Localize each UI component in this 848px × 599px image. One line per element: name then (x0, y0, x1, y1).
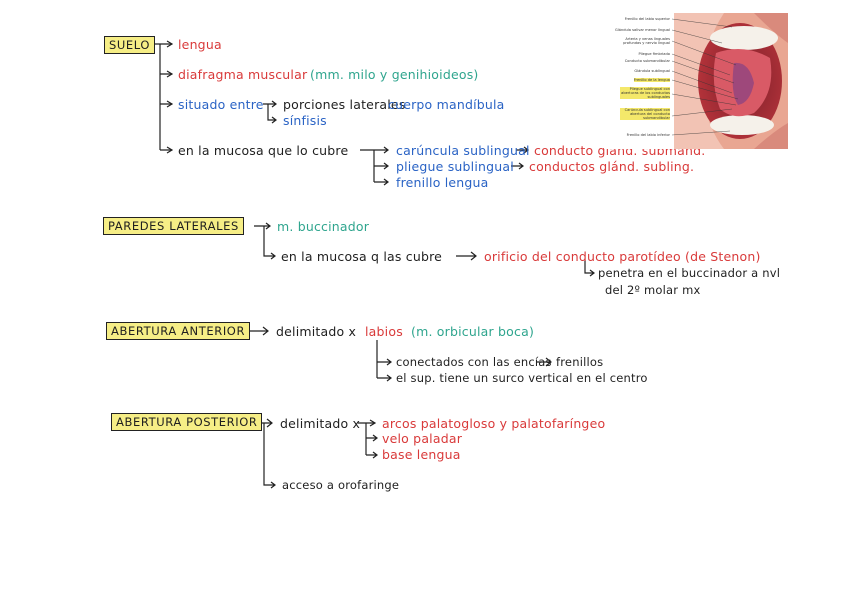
suelo-cuerpo: cuerpo mandíbula (388, 97, 505, 112)
figure-label-7: Frenillo de la lengua (634, 78, 670, 82)
figure-label-1: Frenillo del labio superior (625, 17, 670, 21)
figure-label-2: Glándula salivar menor lingual (615, 28, 670, 32)
anterior-frenillos: frenillos (556, 355, 603, 370)
anterior-delimitado: delimitado x (276, 324, 356, 339)
suelo-lengua: lengua (178, 37, 222, 52)
suelo-frenillo: frenillo lengua (396, 175, 489, 190)
anterior-labios: labios (365, 324, 403, 339)
posterior-base: base lengua (382, 447, 461, 462)
section-title-suelo: SUELO (104, 36, 155, 54)
section-title-paredes: PAREDES LATERALES (103, 217, 244, 235)
figure-label-6: Glándula sublingual (634, 69, 670, 73)
suelo-diafragma-paren: (mm. milo y genihioideos) (310, 67, 479, 82)
suelo-cond-subling: conductos glánd. subling. (529, 159, 694, 174)
anterior-orbicular: (m. orbicular boca) (411, 324, 534, 339)
figure-label-9: Carúncula sublingual con abertura del co… (620, 108, 670, 120)
paredes-buccinador: m. buccinador (277, 219, 369, 234)
figure-label-5: Conducto submandibular (625, 59, 670, 63)
figure-label-10: Frenillo del labio inferior (627, 133, 670, 137)
anterior-conectados: conectados con las encías (396, 355, 552, 370)
section-title-posterior: ABERTURA POSTERIOR (111, 413, 262, 431)
suelo-mucosa: en la mucosa que lo cubre (178, 143, 348, 158)
section-title-anterior: ABERTURA ANTERIOR (106, 322, 250, 340)
figure-label-8: Pliegue sublingual con aberturas de los … (620, 87, 670, 99)
figure-label-4: Pliegue fimbriado (639, 52, 671, 56)
posterior-velo: velo paladar (382, 431, 462, 446)
paredes-penetra-2: del 2º molar mx (605, 283, 701, 298)
figure-label-3: Arteria y venas linguales profundas y ne… (620, 37, 670, 45)
suelo-diafragma: diafragma muscular (178, 67, 307, 82)
posterior-arcos: arcos palatogloso y palatofaríngeo (382, 416, 605, 431)
mouth-anatomy-figure: Frenillo del labio superior Glándula sal… (604, 13, 788, 149)
suelo-situado: situado entre (178, 97, 264, 112)
suelo-sinfisis: sínfisis (283, 113, 327, 128)
paredes-orificio: orificio del conducto parotídeo (de Sten… (484, 249, 761, 264)
posterior-acceso: acceso a orofaringe (282, 478, 399, 493)
suelo-pliegue: pliegue sublingual (396, 159, 514, 174)
suelo-caruncula: carúncula sublingual (396, 143, 530, 158)
anterior-surco: el sup. tiene un surco vertical en el ce… (396, 371, 648, 386)
paredes-mucosa: en la mucosa q las cubre (281, 249, 442, 264)
mouth-illustration (604, 13, 788, 149)
paredes-penetra-1: penetra en el buccinador a nvl (598, 266, 780, 281)
posterior-delimitado: delimitado x (280, 416, 360, 431)
